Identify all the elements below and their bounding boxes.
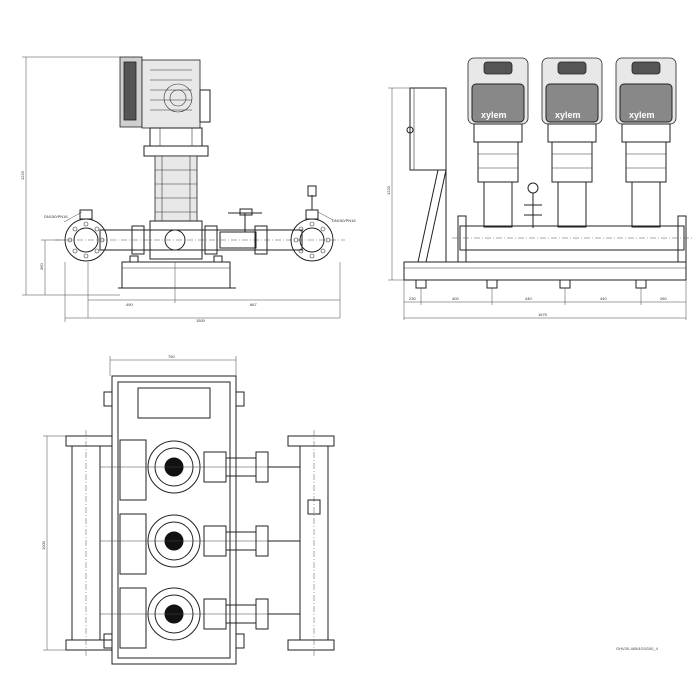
pump-unit-2: xylem [541,57,603,228]
pump-stack [154,155,198,222]
front-dim-left: 490 [126,302,133,307]
front-view: 1223 360 [20,56,356,323]
inlet-label: DN150/PN16 [44,214,68,219]
pressure-gauge [527,182,539,194]
side-base-frame [403,261,687,281]
pump-unit-1: xylem [467,57,529,228]
side-dim-5: 260 [660,296,667,301]
top-pump-2 [100,513,300,575]
outlet-label: DN150/PN16 [332,218,356,223]
front-axis-height-label: 360 [39,263,44,270]
brand-logo-2: xylem [555,110,581,120]
side-dim-1: 230 [409,296,416,301]
top-pump-3 [100,587,300,649]
side-dim-4: 440 [600,296,607,301]
front-dim-right: 667 [250,302,257,307]
side-view: 1220 xylem xylem [386,57,692,320]
top-base-frame [111,375,237,665]
top-width-label: 750 [168,354,175,359]
brand-logo-3: xylem [629,110,655,120]
top-depth-label: 1000 [41,540,46,550]
pump-unit-3: xylem [615,57,677,228]
drawing-code: GHV30-465/4G0G00_4 [616,646,659,651]
top-cabinet [137,387,211,419]
front-dim-total: 1500 [196,318,206,323]
side-dim-total: 1675 [538,312,548,317]
base-frame [121,261,231,289]
front-height-label: 1223 [20,170,25,180]
side-dim-2: 400 [452,296,459,301]
side-height-label: 1220 [386,185,391,195]
brand-logo-1: xylem [481,110,507,120]
top-pump-1 [100,439,300,501]
control-cabinet [409,87,447,171]
top-view: 750 1000 [41,354,335,665]
side-dim-3: 440 [525,296,532,301]
